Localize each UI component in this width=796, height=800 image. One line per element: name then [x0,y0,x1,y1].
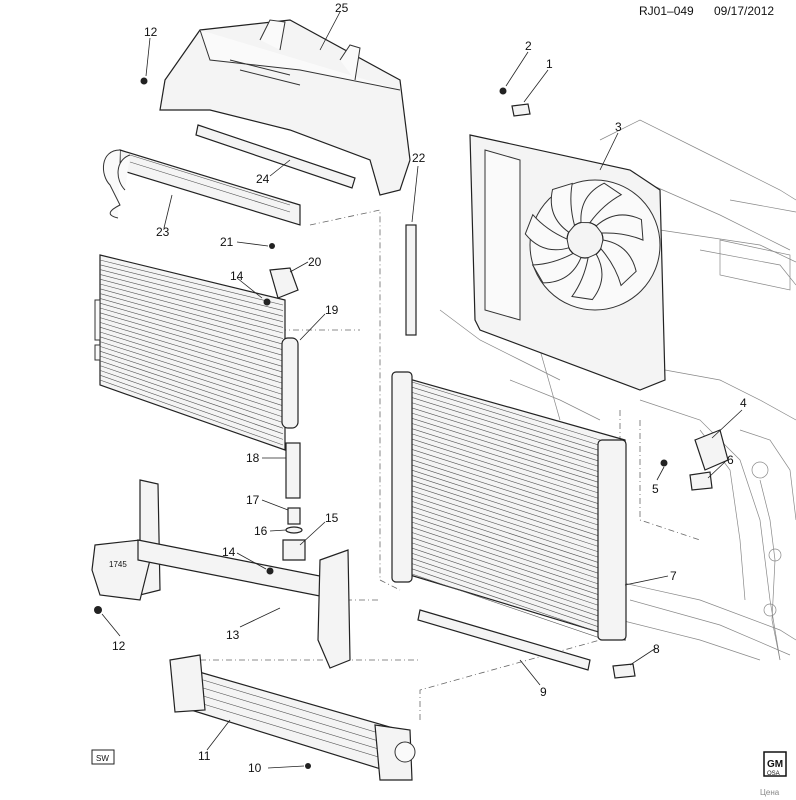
callout-25: 25 [335,1,349,15]
callout-11: 11 [198,749,211,763]
callout-13: 13 [226,628,240,642]
bolt-14-lower [266,567,274,575]
svg-text:SW: SW [96,754,109,763]
cooling-fan-assembly [469,134,666,391]
callout-9: 9 [540,685,547,699]
callout-2: 2 [525,39,532,53]
bolt-12-lower [94,606,102,614]
receiver-drier [285,442,301,499]
callout-18: 18 [246,451,260,465]
drawing-id: RJ01–049 [639,4,694,18]
o-ring-seal [285,526,303,534]
condenser-bracket [269,267,299,299]
callout-24: 24 [256,172,270,186]
charge-air-cooler [169,654,416,781]
drier-bracket [282,539,306,561]
radiator-insulator [689,471,713,491]
callout-1: 1 [546,57,553,71]
bolt-10 [305,763,311,769]
callout-16: 16 [254,524,268,538]
leader-lines [101,11,743,769]
callout-17: 17 [246,493,260,507]
drawing-date: 09/17/2012 [714,4,774,18]
bolt-14-upper [263,298,271,306]
bolt-5 [660,459,668,467]
callout-5: 5 [652,482,659,496]
callout-22: 22 [412,151,426,165]
callout-20: 20 [308,255,322,269]
callout-labels: 25 12 2 1 3 22 24 23 21 20 14 19 18 17 1… [112,1,747,775]
bolt-2 [499,87,507,95]
callout-19: 19 [325,303,339,317]
lower-insulator [612,663,636,679]
callout-23: 23 [156,225,170,239]
lower-air-seal [417,609,591,671]
callout-21: 21 [220,235,234,249]
upper-air-deflector [159,19,411,196]
bolt-12-upper [140,77,148,85]
watermark: Цена [760,788,780,797]
callout-6: 6 [727,453,734,467]
callout-7: 7 [670,569,677,583]
callout-15: 15 [325,511,339,525]
callout-3: 3 [615,120,622,134]
bolt-21 [269,243,275,249]
callout-14-lower: 14 [222,545,236,559]
transmission-oil-cooler [102,149,301,226]
desiccant-cap [287,507,301,525]
callout-8: 8 [653,642,660,656]
gm-logo: GM OSA [763,751,787,777]
callout-10: 10 [248,761,262,775]
svg-text:GM: GM [767,759,783,770]
bracket-stamp: 1745 [109,560,127,569]
callout-12-lower: 12 [112,639,126,653]
radiator-upper-bracket [694,429,729,471]
callout-14: 14 [230,269,244,283]
radiator [391,371,627,641]
shroud-clip [511,103,531,117]
callout-4: 4 [740,396,747,410]
svg-text:OSA: OSA [767,771,780,777]
sw-badge: SW [91,749,115,765]
lower-tie-bar [91,479,351,669]
callout-12: 12 [144,25,158,39]
vertical-seal-strip [405,224,417,336]
ac-condenser [94,254,299,451]
